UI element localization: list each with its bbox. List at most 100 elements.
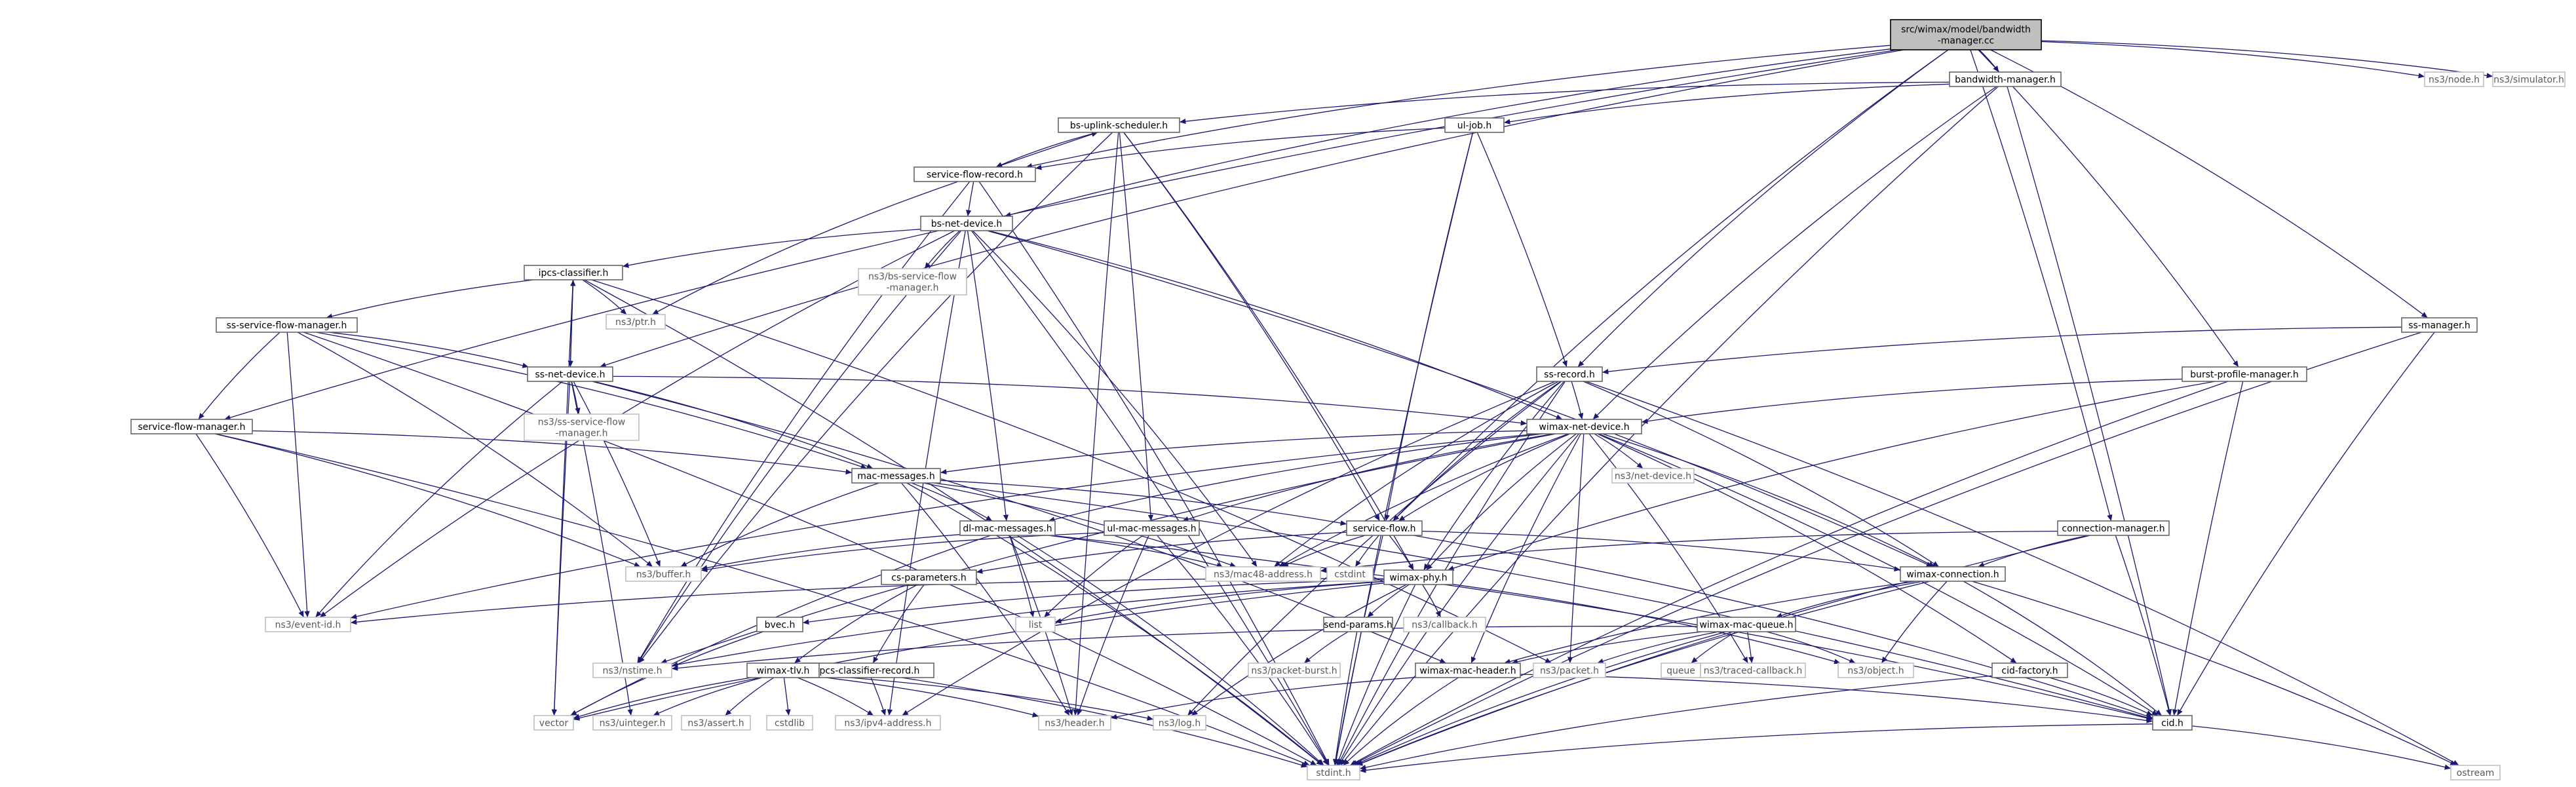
node-wconn[interactable]: wimax-connection.h (1900, 566, 2006, 582)
node-macmsg[interactable]: mac-messages.h (851, 468, 941, 484)
edge-uljob-to-ssrec (1476, 132, 1567, 368)
node-label: bs-net-device.h (931, 219, 1003, 229)
node-box (1205, 566, 1321, 582)
node-wmachdr[interactable]: wimax-mac-header.h (1415, 662, 1521, 678)
node-label: ns3/net-device.h (1615, 471, 1691, 482)
node-label: connection-manager.h (2062, 524, 2164, 534)
edge-macmsg-to-sflow (940, 480, 1347, 526)
node-pburst: ns3/packet-burst.h (1248, 662, 1341, 678)
node-box (2424, 71, 2484, 87)
node-cstdint: cstdint (1326, 566, 1374, 582)
node-label: ns3/uinteger.h (600, 718, 666, 729)
node-wnet[interactable]: wimax-net-device.h (1526, 419, 1642, 434)
edge-wnet-to-packet (1567, 433, 1585, 664)
node-burst[interactable]: burst-profile-manager.h (2182, 366, 2307, 382)
node-ipcs[interactable]: ipcs-classifier.h (524, 265, 623, 280)
node-stdint: stdint.h (1307, 765, 1360, 780)
node-label: bvec.h (765, 620, 796, 630)
node-label: bandwidth-manager.h (1955, 75, 2056, 85)
node-wphy[interactable]: wimax-phy.h (1383, 569, 1453, 585)
nodes-layer: src/wimax/model/bandwidth-manager.cc band… (130, 19, 2566, 780)
node-label: -manager.h (886, 283, 938, 294)
node-sendp[interactable]: send-params.h (1323, 617, 1393, 632)
node-ssmgr[interactable]: ss-manager.h (2401, 317, 2478, 333)
edge-macmsg-to-cid (933, 482, 2153, 720)
node-eventid: ns3/event-id.h (265, 617, 351, 632)
node-box (1444, 117, 1505, 133)
edge-sflow-to-wconn (1421, 530, 1901, 572)
node-sfm[interactable]: service-flow-manager.h (130, 419, 253, 434)
node-ipv4: ns3/ipv4-address.h (835, 715, 941, 731)
edge-wtlv-to-assert (725, 677, 775, 716)
node-ipcsrec[interactable]: ipcs-classifier-record.h (802, 662, 934, 678)
node-box (130, 419, 253, 434)
edge-wmachdr-to-stdint (1343, 677, 1459, 766)
node-box (524, 265, 623, 280)
node-cid[interactable]: cid.h (2152, 715, 2193, 731)
edge-wtlv-to-cstdlib (783, 677, 791, 716)
edge-root-to-bsnet (1005, 48, 1891, 218)
edge-connmgr-to-stdint (1356, 535, 2091, 766)
node-wqueue[interactable]: wimax-mac-queue.h (1697, 617, 1796, 632)
node-assert: ns3/assert.h (681, 715, 751, 731)
edge-wqueue-to-tracedcb (1746, 631, 1754, 664)
node-ssrec[interactable]: ss-record.h (1536, 366, 1603, 382)
edge-ssrec-to-wphy (1423, 381, 1565, 571)
node-box (766, 715, 813, 731)
node-connmgr[interactable]: connection-manager.h (2057, 520, 2170, 536)
edge-wconn-to-cid (1963, 581, 2163, 716)
node-bsup[interactable]: bs-uplink-scheduler.h (1058, 117, 1180, 133)
node-label: wimax-connection.h (1906, 569, 1999, 580)
node-label: ipcs-classifier.h (539, 268, 609, 278)
node-label: vector (539, 718, 569, 729)
node-label: ns3/bs-service-flow (868, 272, 957, 282)
edge-wtlv-to-log (818, 674, 1154, 721)
edge-sfm-to-stdint (215, 433, 1310, 766)
node-uljob[interactable]: ul-job.h (1444, 117, 1505, 133)
node-label: ns3/mac48-address.h (1214, 569, 1313, 580)
node-box (1526, 419, 1642, 434)
edge-bsup-to-header (1073, 132, 1119, 716)
edge-macmsg-to-mac48 (923, 482, 1237, 567)
edge-wphy-to-stdint (1336, 584, 1416, 766)
edge-wtlv-to-ipv4 (797, 677, 874, 716)
node-box (913, 166, 1036, 182)
node-sssfm[interactable]: ss-service-flow-manager.h (216, 317, 358, 333)
node-box (1991, 662, 2068, 678)
edge-bwmgr-to-bsup (1179, 81, 1950, 125)
node-box (1536, 366, 1603, 382)
node-bvec[interactable]: bvec.h (756, 617, 803, 632)
node-box (1533, 662, 1606, 678)
edge-sssfm-to-stdint (303, 332, 1317, 766)
node-label: ns3/header.h (1045, 718, 1104, 729)
node-bwmgr[interactable]: bandwidth-manager.h (1949, 71, 2062, 87)
node-cidfac[interactable]: cid-factory.h (1991, 662, 2068, 678)
node-box (216, 317, 358, 333)
edge-ssmgr-to-cid (2176, 332, 2435, 716)
node-wtlv[interactable]: wimax-tlv.h (746, 662, 820, 678)
node-cstdlib: cstdlib (766, 715, 813, 731)
node-box (1015, 617, 1056, 632)
edge-ssmgr-to-ssrec (1602, 326, 2402, 375)
edge-wtlv-to-header (818, 676, 1039, 718)
node-box (625, 566, 702, 582)
node-dlmac[interactable]: dl-mac-messages.h (959, 520, 1056, 536)
node-bsnet[interactable]: bs-net-device.h (920, 216, 1013, 231)
node-sflow[interactable]: service-flow.h (1346, 520, 1423, 536)
edge-ssnet-to-ipcs (569, 279, 576, 368)
node-ssnet[interactable]: ss-net-device.h (527, 366, 613, 382)
edge-sfrec-to-bsup (995, 132, 1098, 168)
edge-ssrec-to-sflow (1393, 381, 1562, 522)
node-box (1346, 520, 1423, 536)
node-label: dl-mac-messages.h (963, 524, 1052, 534)
node-box (527, 366, 613, 382)
node-csparams[interactable]: cs-parameters.h (881, 569, 977, 585)
edge-ssrec-to-wnet (1571, 381, 1584, 420)
node-root[interactable]: src/wimax/model/bandwidth-manager.cc (1890, 19, 2042, 50)
node-ns3sim: ns3/simulator.h (2492, 71, 2566, 87)
node-sfrec[interactable]: service-flow-record.h (913, 166, 1036, 182)
edge-ipcs-to-packet (591, 279, 1552, 664)
node-ulmac[interactable]: ul-mac-messages.h (1104, 520, 1200, 536)
edge-wconn-to-ostream (1971, 581, 2457, 766)
edge-ssmgr-to-stdint (1351, 332, 2422, 766)
